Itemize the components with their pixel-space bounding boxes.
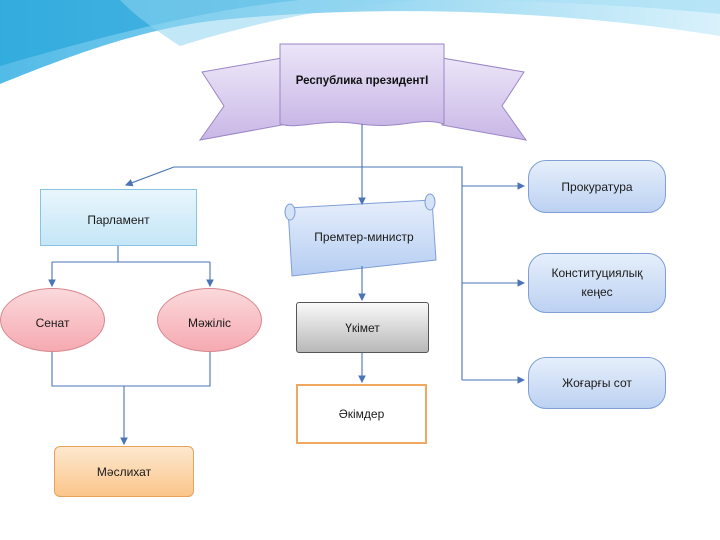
president-label: Республика президентІ bbox=[295, 75, 429, 87]
parliament-box: Парламент bbox=[40, 189, 197, 246]
constitutional-council-label: Конституциялық кеңес bbox=[551, 265, 643, 299]
maslikhat-label: Мәслихат bbox=[96, 464, 152, 479]
mazhilis-label: Мәжіліс bbox=[187, 316, 232, 330]
senate-box: Сенат bbox=[0, 288, 105, 352]
premier-box: Премтер-министр bbox=[292, 208, 436, 267]
akims-label: Әкімдер bbox=[338, 407, 385, 421]
government-box: Үкімет bbox=[296, 302, 429, 353]
senate-label: Сенат bbox=[35, 316, 70, 330]
constitutional-council-box: Конституциялық кеңес bbox=[528, 253, 666, 313]
prosecutor-box: Прокуратура bbox=[528, 160, 666, 213]
mazhilis-box: Мәжіліс bbox=[157, 288, 262, 352]
parliament-label: Парламент bbox=[87, 213, 150, 227]
akims-box: Әкімдер bbox=[296, 384, 427, 444]
president-box: Республика президентІ bbox=[280, 44, 444, 122]
supreme-court-box: Жоғарғы сот bbox=[528, 357, 666, 409]
premier-label: Премтер-министр bbox=[314, 230, 414, 244]
prosecutor-label: Прокуратура bbox=[561, 179, 633, 194]
government-label: Үкімет bbox=[345, 320, 380, 335]
supreme-court-label: Жоғарғы сот bbox=[562, 376, 632, 390]
maslikhat-box: Мәслихат bbox=[54, 446, 194, 497]
